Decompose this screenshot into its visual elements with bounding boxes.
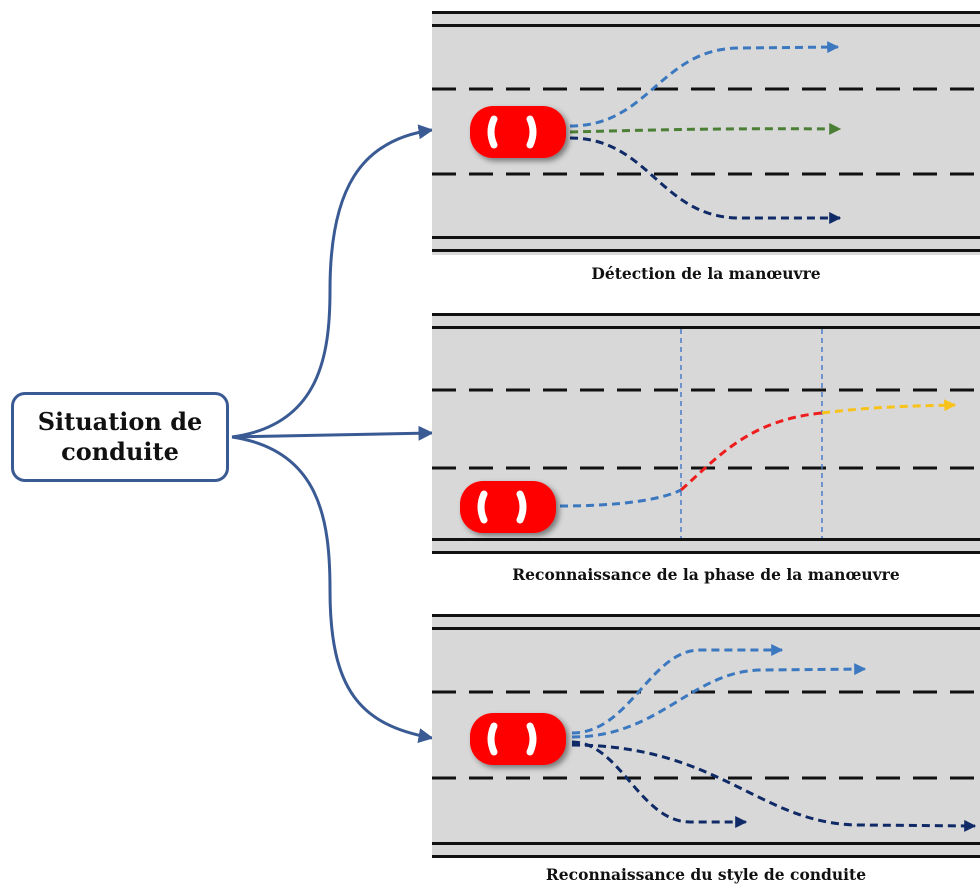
panel-maneuver-detection (432, 11, 980, 255)
root-label-line1: Situation de (37, 407, 203, 436)
connectors (231, 124, 434, 743)
red-car-icon (470, 713, 566, 765)
caption-style-recognition: Reconnaissance du style de conduite (545, 865, 867, 884)
road-edge-top (432, 313, 980, 316)
road-edge-top-inner (432, 326, 980, 329)
path-smooth-left (571, 663, 867, 739)
path-phase-before (559, 488, 682, 508)
panel-style-recognition (432, 614, 980, 858)
red-car-icon (470, 106, 566, 158)
road-edge-bottom-inner (432, 842, 980, 845)
panel-phase-recognition (432, 313, 980, 554)
driving-situation-box: Situation de conduite (11, 392, 229, 482)
red-car-icon (460, 481, 556, 533)
caption-maneuver-detection: Détection de la manœuvre (591, 264, 821, 283)
connector-to-phase-recognition (231, 425, 434, 441)
path-phase-during (679, 411, 823, 492)
path-aggressive-left (571, 644, 784, 735)
road-edge-bottom-inner (432, 538, 980, 541)
path-lane-change-right (569, 136, 842, 224)
road-edge-top-inner (432, 627, 980, 630)
road-edge-top (432, 614, 980, 617)
path-smooth-right (571, 743, 977, 832)
caption-phase-recognition: Reconnaissance de la phase de la manœuvr… (512, 565, 900, 584)
connector-to-maneuver-detection (231, 124, 434, 439)
road-edge-bottom (432, 249, 980, 252)
path-lane-keep (569, 122, 842, 135)
path-phase-after (821, 399, 957, 415)
road-edge-bottom (432, 855, 980, 858)
connector-to-style-recognition (231, 435, 434, 743)
path-lane-change-left (569, 41, 840, 128)
road-edge-top (432, 11, 980, 14)
road-edge-bottom (432, 551, 980, 554)
root-label-line2: conduite (61, 437, 179, 466)
root-label: Situation de conduite (38, 407, 203, 467)
road-edge-bottom-inner (432, 236, 980, 239)
road-edge-top-inner (432, 24, 980, 27)
